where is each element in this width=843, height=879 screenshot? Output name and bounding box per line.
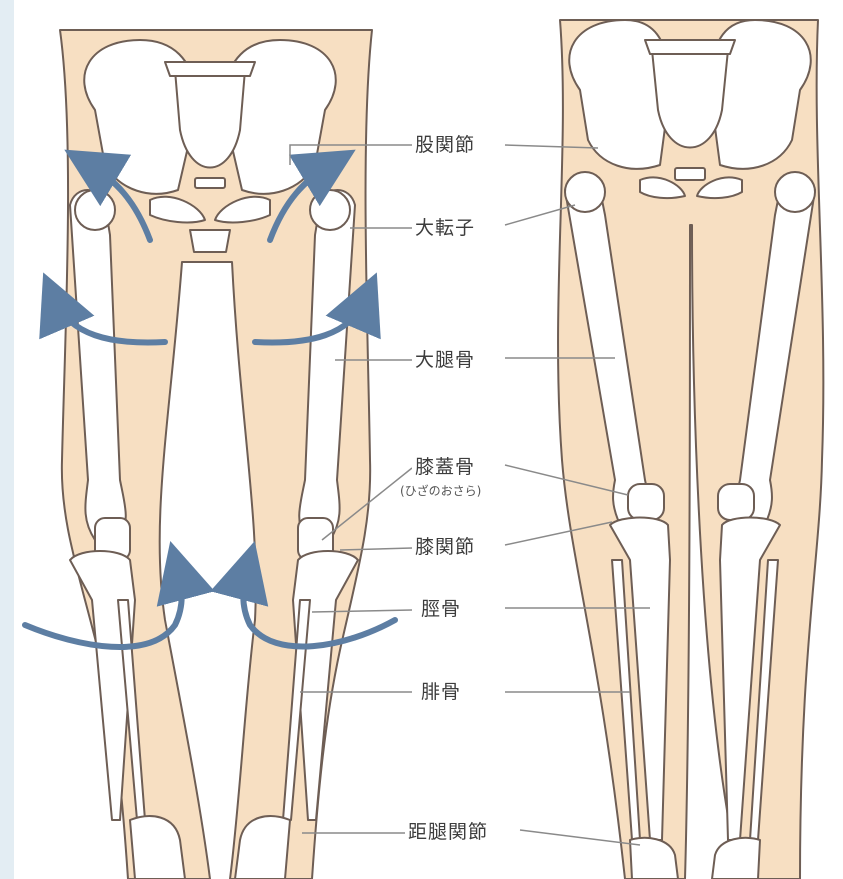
label-ankle-joint: 距腿関節 <box>405 820 491 844</box>
label-tibia: 脛骨 <box>418 597 464 621</box>
label-femur: 大腿骨 <box>412 348 478 372</box>
label-hip-joint: 股関節 <box>412 133 478 157</box>
label-fibula: 腓骨 <box>418 680 464 704</box>
label-patella: 膝蓋骨 <box>412 455 478 479</box>
label-knee-joint: 膝関節 <box>412 535 478 559</box>
straight-figure <box>558 20 823 879</box>
bowleg-figure <box>60 30 372 879</box>
label-patella-note: (ひざのおさら) <box>398 482 483 499</box>
label-greater-trochanter: 大転子 <box>412 216 478 240</box>
